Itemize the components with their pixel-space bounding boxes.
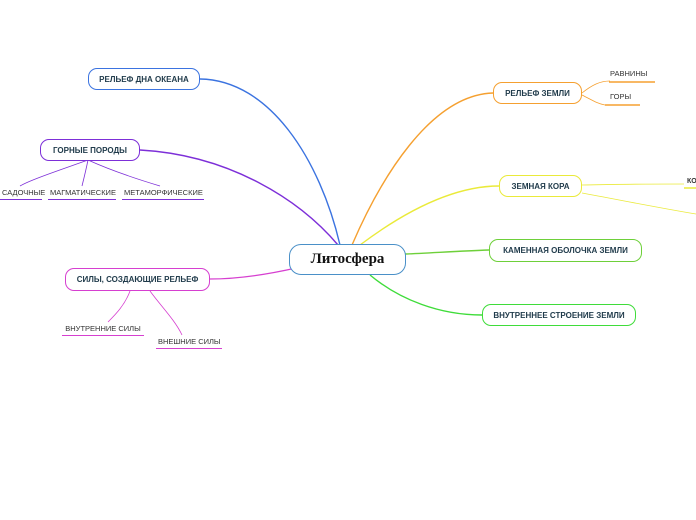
leaf-internal-forces[interactable]: ВНУТРЕННИЕ СИЛЫ xyxy=(62,324,144,336)
branch-inner-structure-label: ВНУТРЕННЕЕ СТРОЕНИЕ ЗЕМЛИ xyxy=(493,310,625,320)
link-inner-structure xyxy=(369,274,483,316)
branch-forces-label: СИЛЫ, СОЗДАЮЩИЕ РЕЛЬЕФ xyxy=(76,275,199,284)
central-topic-label: Литосфера xyxy=(310,251,385,267)
branch-rocks[interactable]: ГОРНЫЕ ПОРОДЫ xyxy=(40,139,140,161)
leaf-crust-sub[interactable]: КО xyxy=(687,178,696,185)
branch-stone-shell-label: КАМЕННАЯ ОБОЛОЧКА ЗЕМЛИ xyxy=(503,246,628,255)
leaf-metamorphic-label: МЕТАМОРФИЧЕСКИЕ xyxy=(124,188,203,197)
leaf-external-forces-label: ВНЕШНИЕ СИЛЫ xyxy=(158,337,221,346)
central-topic[interactable]: Литосфера xyxy=(289,244,406,275)
branch-ocean-relief[interactable]: РЕЛЬЕФ ДНА ОКЕАНА xyxy=(88,68,200,90)
leaf-sedimentary[interactable]: САДОЧНЫЕ xyxy=(0,188,46,200)
branch-inner-structure[interactable]: ВНУТРЕННЕЕ СТРОЕНИЕ ЗЕМЛИ xyxy=(482,304,636,326)
leaf-metamorphic[interactable]: МЕТАМОРФИЧЕСКИЕ xyxy=(122,188,204,200)
leaf-plains[interactable]: РАВНИНЫ xyxy=(610,69,647,78)
link-forces xyxy=(209,267,297,280)
link-internal-forces xyxy=(107,290,131,323)
leaf-external-forces[interactable]: ВНЕШНИЕ СИЛЫ xyxy=(156,337,222,349)
link-sedimentary xyxy=(19,159,89,187)
link-plains xyxy=(581,80,611,94)
link-stone-shell xyxy=(404,249,490,255)
link-rocks xyxy=(139,149,339,246)
leaf-mountains-label: ГОРЫ xyxy=(610,92,632,101)
leaf-magmatic-label: МАГМАТИЧЕСКИЕ xyxy=(50,188,116,197)
link-metamorphic xyxy=(87,159,161,187)
leaf-mountains[interactable]: ГОРЫ xyxy=(610,92,631,101)
link-ocean-relief xyxy=(199,78,341,246)
link-mountains xyxy=(581,94,606,106)
link-crust xyxy=(359,185,500,246)
branch-crust-label: ЗЕМНАЯ КОРА xyxy=(511,181,570,191)
leaf-plains-label: РАВНИНЫ xyxy=(610,69,648,78)
leaf-sedimentary-label: САДОЧНЫЕ xyxy=(2,188,46,197)
branch-earth-relief[interactable]: РЕЛЬЕФ ЗЕМЛИ xyxy=(493,82,582,104)
link-magmatic xyxy=(81,159,89,187)
leaf-crust-sub-label: КО xyxy=(687,178,696,185)
leaf-magmatic[interactable]: МАГМАТИЧЕСКИЕ xyxy=(48,188,116,200)
link-external-forces xyxy=(149,290,183,336)
branch-ocean-relief-label: РЕЛЬЕФ ДНА ОКЕАНА xyxy=(99,74,189,84)
branch-forces[interactable]: СИЛЫ, СОЗДАЮЩИЕ РЕЛЬЕФ xyxy=(65,268,210,291)
branch-earth-relief-label: РЕЛЬЕФ ЗЕМЛИ xyxy=(505,88,570,98)
link-crust-sub xyxy=(581,183,685,186)
link-earth-relief xyxy=(351,92,494,246)
branch-crust[interactable]: ЗЕМНАЯ КОРА xyxy=(499,175,582,197)
branch-rocks-label: ГОРНЫЕ ПОРОДЫ xyxy=(52,145,127,155)
branch-stone-shell[interactable]: КАМЕННАЯ ОБОЛОЧКА ЗЕМЛИ xyxy=(489,239,642,262)
leaf-internal-forces-label: ВНУТРЕННИЕ СИЛЫ xyxy=(65,324,141,333)
link-crust-sub-2 xyxy=(581,192,696,215)
